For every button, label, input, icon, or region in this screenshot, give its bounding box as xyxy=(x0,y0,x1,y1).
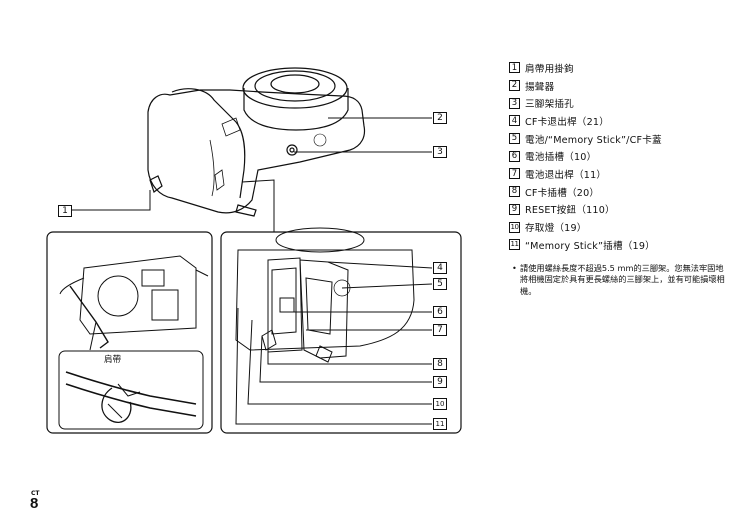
legend-item: 3 三腳架插孔 xyxy=(509,94,739,112)
note-bullet: • xyxy=(512,263,517,273)
callout-5: 5 xyxy=(433,278,447,290)
legend-number: 3 xyxy=(509,97,520,109)
battery-panel-frame xyxy=(220,231,462,434)
legend-number: 5 xyxy=(509,133,520,145)
legend-number: 8 xyxy=(509,186,520,198)
legend-item: 7 電池退出桿（11） xyxy=(509,165,739,183)
callout-9: 9 xyxy=(433,376,447,388)
legend-number: 7 xyxy=(509,168,520,180)
note-text: 請使用螺絲長度不超過5.5 mm的三腳架。您無法牢固地將相機固定於具有更長螺絲的… xyxy=(520,263,725,296)
legend-item: 4 CF卡退出桿（21） xyxy=(509,112,739,130)
legend-item: 10 存取燈（19） xyxy=(509,218,739,236)
strap-label: 肩帶 xyxy=(104,355,122,365)
legend-item: 9 RESET按鈕（110） xyxy=(509,201,739,219)
camera-lens-ring xyxy=(254,70,336,102)
legend-label: 電池/“Memory Stick”/CF卡蓋 xyxy=(525,134,662,146)
parts-legend: 1 肩帶用掛鉤 2 揚聲器 3 三腳架插孔 4 CF卡退出桿（21） 5 電池/“Memo… xyxy=(509,59,739,254)
legend-label: 存取燈（19） xyxy=(525,223,587,235)
camera-lens-inner xyxy=(270,74,320,94)
page-number: 8 xyxy=(30,495,39,512)
callout-11: 11 xyxy=(433,418,447,430)
callout-3: 3 xyxy=(433,146,447,158)
strap-panel-frame xyxy=(46,231,213,434)
legend-label: “Memory Stick”插槽（19） xyxy=(525,240,655,252)
camera-grip xyxy=(171,88,246,199)
callout-7: 7 xyxy=(433,324,447,336)
legend-item: 5 電池/“Memory Stick”/CF卡蓋 xyxy=(509,130,739,148)
tripod-note: • 請使用螺絲長度不超過5.5 mm的三腳架。您無法牢固地將相機固定於具有更長螺… xyxy=(512,263,730,297)
legend-item: 1 肩帶用掛鉤 xyxy=(509,59,739,77)
legend-label: CF卡退出桿（21） xyxy=(525,116,609,128)
callout-4: 4 xyxy=(433,262,447,274)
callout-2: 2 xyxy=(433,112,447,124)
callout-8: 8 xyxy=(433,358,447,370)
page-language-code: CT xyxy=(31,490,40,497)
legend-label: RESET按鈕（110） xyxy=(525,205,615,217)
legend-number: 6 xyxy=(509,150,520,162)
legend-label: 揚聲器 xyxy=(525,81,555,93)
callout-10: 10 xyxy=(433,398,447,410)
callout-1: 1 xyxy=(58,205,72,217)
callout-6: 6 xyxy=(433,306,447,318)
legend-number: 11 xyxy=(509,239,520,251)
camera-body-outline xyxy=(147,89,366,214)
legend-number: 2 xyxy=(509,80,520,92)
legend-number: 9 xyxy=(509,203,520,215)
legend-item: 8 CF卡插槽（20） xyxy=(509,183,739,201)
legend-item: 11 “Memory Stick”插槽（19） xyxy=(509,236,739,254)
legend-number: 10 xyxy=(509,221,520,233)
legend-number: 4 xyxy=(509,115,520,127)
legend-label: CF卡插槽（20） xyxy=(525,187,600,199)
legend-label: 電池插槽（10） xyxy=(525,152,597,164)
legend-item: 6 電池插槽（10） xyxy=(509,147,739,165)
camera-lens-outer xyxy=(242,67,348,109)
legend-label: 肩帶用掛鉤 xyxy=(525,63,574,75)
legend-item: 2 揚聲器 xyxy=(509,77,739,95)
legend-number: 1 xyxy=(509,62,520,74)
legend-label: 三腳架插孔 xyxy=(525,99,574,111)
legend-label: 電池退出桿（11） xyxy=(525,169,607,181)
